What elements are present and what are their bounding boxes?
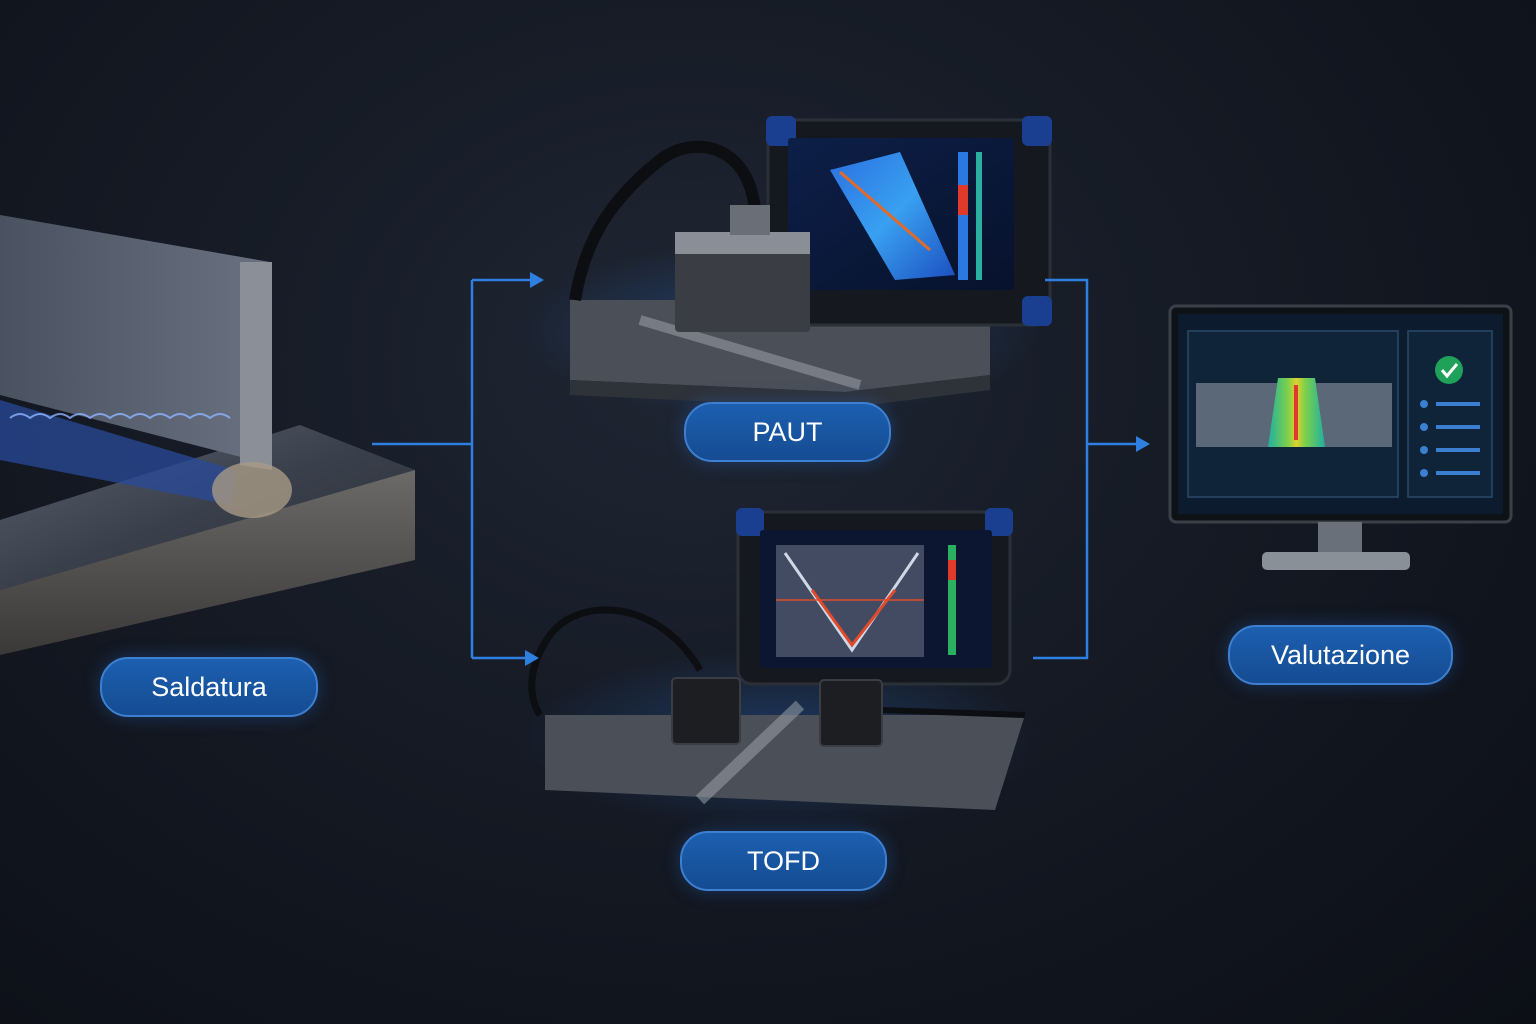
label-saldatura: Saldatura xyxy=(100,657,318,717)
flow-connectors xyxy=(372,278,1136,660)
evaluation-monitor xyxy=(1168,304,1513,570)
tofd-device xyxy=(520,508,1040,830)
arrow-right-icon xyxy=(530,272,544,288)
arrow-right-icon xyxy=(525,650,539,666)
arrow-right-icon xyxy=(1136,436,1150,452)
label-tofd: TOFD xyxy=(680,831,887,891)
label-tofd-text: TOFD xyxy=(747,845,820,876)
welded-t-joint xyxy=(0,215,415,655)
label-valutazione-text: Valutazione xyxy=(1270,639,1411,670)
label-valutazione: Valutazione xyxy=(1228,625,1453,685)
label-paut-text: PAUT xyxy=(752,416,823,447)
label-paut: PAUT xyxy=(684,402,891,462)
paut-device xyxy=(520,116,1052,420)
label-saldatura-text: Saldatura xyxy=(151,671,267,702)
check-icon xyxy=(1435,356,1463,384)
